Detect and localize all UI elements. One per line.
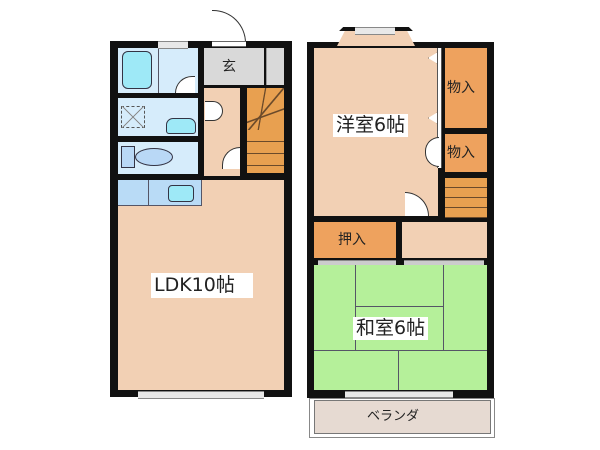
tatami-line-v3 [398, 350, 399, 390]
toilet-tank-icon [121, 146, 135, 168]
western-room-label: 洋室6帖 [333, 114, 409, 137]
ldk-label: LDK10帖 [151, 273, 253, 298]
bath-divider [158, 48, 159, 93]
veranda-floor [314, 400, 491, 434]
closet-upper-label: 物入 [447, 80, 475, 96]
oshiire-label: 押入 [338, 232, 366, 248]
toilet-bowl-icon [135, 148, 173, 166]
entrance-opening [212, 41, 246, 47]
tatami-line-h2 [314, 350, 487, 351]
closet-lower [445, 134, 487, 172]
japanese-room-label: 和室6帖 [353, 317, 429, 340]
washing-machine-x [121, 106, 145, 128]
bathtub-icon [122, 51, 152, 89]
stairs-winder [247, 88, 284, 130]
oshiire [314, 222, 396, 258]
hallway-2f [402, 222, 487, 258]
tatami-line-v1 [355, 265, 356, 350]
closet-partition [437, 48, 442, 168]
bay-window-glass [355, 27, 395, 35]
kitchen-sink [168, 185, 194, 202]
bath-window [158, 41, 188, 49]
washbasin-icon [166, 118, 196, 134]
tatami-line-h1 [355, 306, 443, 307]
entrance-genkan [204, 48, 264, 85]
ldk-window [138, 391, 264, 399]
entrance-door [212, 10, 246, 43]
washroom-door [205, 101, 223, 121]
stairs-floor2 [445, 178, 487, 218]
counter-divider-2 [148, 180, 149, 206]
shoe-cabinet [266, 48, 284, 85]
veranda-label: ベランダ [367, 409, 420, 424]
closet-upper [445, 48, 487, 128]
entrance-label: 玄 [222, 59, 236, 75]
japanese-room-window [345, 391, 453, 398]
closet-lower-label: 物入 [447, 145, 475, 161]
tatami-line-v2 [443, 265, 444, 350]
